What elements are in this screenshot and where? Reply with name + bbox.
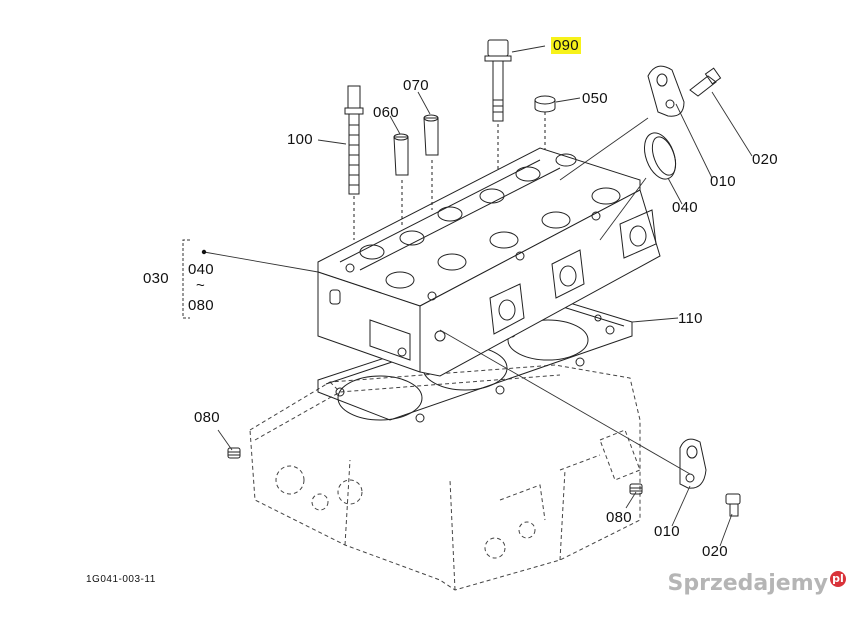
callout-080-right: 080 xyxy=(606,509,632,526)
lifting-hook-bottom xyxy=(679,438,707,489)
figure-code: 1G041-003-11 xyxy=(86,574,156,585)
callout-080-left: 080 xyxy=(194,409,220,426)
plug-080-left xyxy=(227,447,241,459)
lifting-hook-top xyxy=(647,65,685,117)
plug-080-right xyxy=(629,483,643,495)
leader-lines xyxy=(203,45,753,547)
plug-040 xyxy=(643,132,677,180)
callout-010-top: 010 xyxy=(710,173,736,190)
callout-100: 100 xyxy=(287,131,313,148)
seal-cap-050 xyxy=(534,95,556,150)
engine-block xyxy=(249,364,641,591)
callout-090: 090 xyxy=(551,37,581,54)
callout-050: 050 xyxy=(582,90,608,107)
range-bracket xyxy=(182,239,190,319)
callout-range-tilde: ~ xyxy=(196,277,206,294)
callout-020-top: 020 xyxy=(752,151,778,168)
callout-110: 110 xyxy=(678,310,703,327)
callout-060: 060 xyxy=(373,104,399,121)
callout-040: 040 xyxy=(672,199,698,216)
bolt-020-bottom xyxy=(725,493,741,517)
callout-010-bottom: 010 xyxy=(654,523,680,540)
watermark-badge: pl xyxy=(830,571,846,587)
bolt-020-top xyxy=(689,67,722,97)
callout-030: 030 xyxy=(143,270,169,287)
callout-070: 070 xyxy=(403,77,429,94)
valve-guide-070 xyxy=(423,114,439,210)
valve-guide-060 xyxy=(393,133,409,228)
head-bolt-090 xyxy=(484,39,512,170)
stud-bolt xyxy=(344,85,364,240)
callout-range-to: 080 xyxy=(188,297,214,314)
callout-range-from: 040 xyxy=(188,261,214,278)
watermark-text: Sprzedajemy xyxy=(667,571,829,596)
cylinder-head xyxy=(317,147,661,377)
callout-020-bottom: 020 xyxy=(702,543,728,560)
